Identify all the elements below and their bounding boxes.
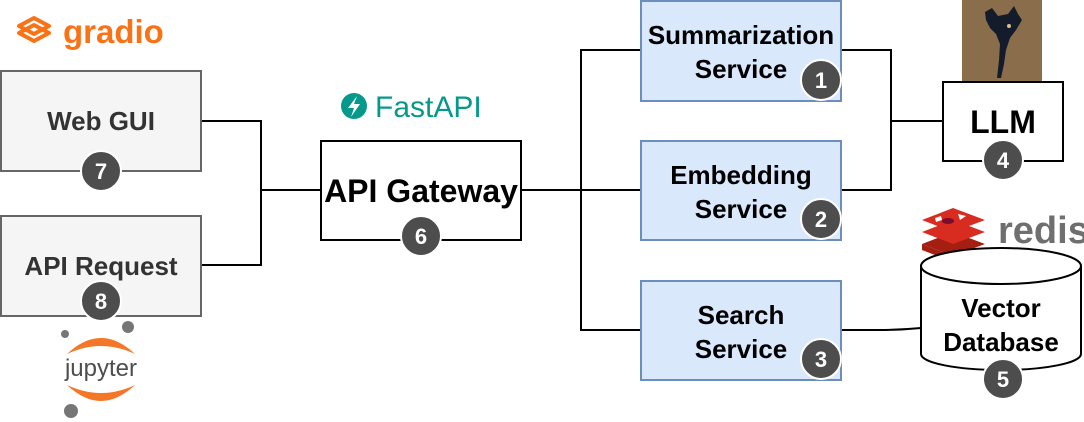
summarization-service-node: Summarization Service 1 <box>640 0 842 102</box>
gradio-logo-text: gradio <box>63 13 164 50</box>
embedding-service-line1: Embedding <box>670 160 812 190</box>
connectors <box>201 49 943 331</box>
api-request-label: API Request <box>24 251 177 281</box>
badge-7 <box>80 150 122 192</box>
search-service-node: Search Service 3 <box>640 280 842 381</box>
api-gateway-node: API Gateway 6 <box>320 140 522 257</box>
badge-5-text: 5 <box>997 367 1009 392</box>
badge-4 <box>982 139 1024 181</box>
fastapi-logo: FastAPI <box>341 91 482 124</box>
edge-webgui-gateway <box>201 120 321 191</box>
search-service-line1: Search <box>698 300 785 330</box>
edge-search-vectordb <box>841 327 922 331</box>
llm-node: LLM 4 <box>942 81 1064 181</box>
embedding-service-node: Embedding Service 2 <box>640 140 842 241</box>
summarization-service-line1: Summarization <box>648 20 834 50</box>
fastapi-bolt-icon <box>341 93 367 119</box>
vector-database-line1: Vector <box>961 293 1041 323</box>
edge-apirequest-gateway <box>201 190 262 266</box>
badge-5 <box>982 358 1024 400</box>
vector-database-node: Vector Database 5 <box>920 247 1082 400</box>
badge-3-text: 3 <box>815 347 827 372</box>
jupyter-logo-text: jupyter <box>64 355 137 382</box>
gradio-logo: gradio <box>17 13 164 50</box>
badge-8 <box>80 280 122 322</box>
edge-summarization-llm <box>841 49 892 191</box>
jupyter-logo: jupyter <box>61 321 137 418</box>
jupyter-logo-icon <box>61 321 135 418</box>
api-gateway-label: API Gateway <box>324 173 518 209</box>
redis-logo-text: redis <box>998 210 1084 252</box>
api-request-node: API Request 8 <box>0 215 202 322</box>
fastapi-logo-text: FastAPI <box>375 91 482 124</box>
badge-6 <box>400 215 442 257</box>
badge-1-text: 1 <box>815 68 827 93</box>
search-service-line2: Service <box>695 334 788 364</box>
redis-logo: redis <box>922 208 1084 262</box>
summarization-service-line2: Service <box>695 54 788 84</box>
redis-logo-icon <box>922 208 985 262</box>
llm-label: LLM <box>970 104 1036 140</box>
badge-8-text: 8 <box>95 289 107 314</box>
badge-7-text: 7 <box>95 159 107 184</box>
badge-2 <box>800 198 842 240</box>
cylinder-top <box>920 247 1082 285</box>
badge-3 <box>800 338 842 380</box>
vector-database-line2: Database <box>943 327 1059 357</box>
badge-1 <box>800 59 842 101</box>
embedding-service-line2: Service <box>695 194 788 224</box>
badge-6-text: 6 <box>415 224 427 249</box>
web-gui-label: Web GUI <box>47 106 155 136</box>
badge-2-text: 2 <box>815 207 827 232</box>
gradio-logo-icon <box>17 16 51 43</box>
badge-4-text: 4 <box>997 148 1010 173</box>
web-gui-node: Web GUI 7 <box>0 70 202 192</box>
llama-silhouette <box>985 6 1022 78</box>
llama-image <box>962 0 1042 81</box>
